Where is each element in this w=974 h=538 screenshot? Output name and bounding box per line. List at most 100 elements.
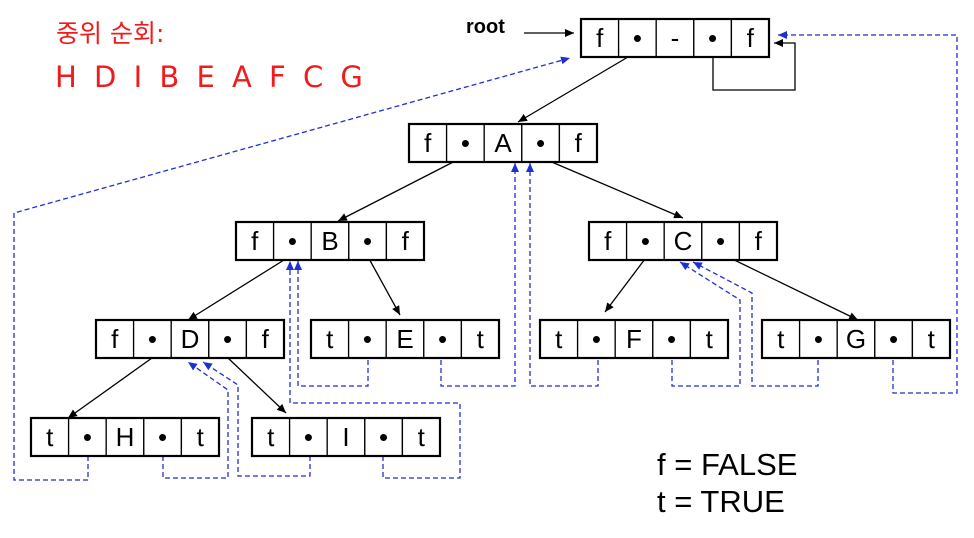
node-g: t•G•t: [760, 318, 952, 360]
node-head: f•-•f: [579, 17, 771, 59]
link-D-I: [227, 357, 287, 414]
node-f-left-child-pointer: •: [592, 324, 601, 354]
node-a-left-child-pointer: •: [461, 128, 470, 158]
node-f-left-thread-flag: t: [555, 324, 563, 354]
node-head-cell-box: [693, 18, 733, 58]
node-h-cell-box: [67, 417, 107, 457]
node-g-cell-box: [761, 319, 801, 359]
link-C-G: [723, 254, 859, 321]
node-head-right-thread-flag: f: [747, 23, 755, 53]
node-d-right-child-pointer: •: [223, 324, 232, 354]
node-b: f • B • f: [234, 220, 426, 262]
node-h-left-child-pointer: •: [83, 422, 92, 452]
node-g-cell-box: [836, 319, 876, 359]
node-h-right-child-pointer: •: [158, 422, 167, 452]
thread-F-right-C: [671, 261, 741, 387]
node-g-data: G: [846, 324, 866, 354]
node-f-right-thread-flag: t: [706, 324, 714, 354]
node-head-left-child-pointer: •: [633, 23, 642, 53]
child-links: [67, 29, 859, 419]
node-c-data: C: [674, 226, 693, 256]
node-c-left-child-pointer: •: [641, 226, 650, 256]
link-B-E: [366, 254, 401, 316]
node-e-outline: [309, 318, 501, 360]
thread-E-right-A: [440, 163, 519, 387]
node-g-right-child-pointer: •: [889, 324, 898, 354]
node-g-left-thread-flag: t: [777, 324, 785, 354]
node-b-outline: [234, 220, 426, 262]
node-b-data: B: [321, 226, 338, 256]
thread-G-left-C: [692, 261, 819, 387]
link-head-self: [712, 39, 796, 91]
node-c-left-thread-flag: f: [604, 226, 612, 256]
node-h-right-thread-flag: t: [197, 422, 205, 452]
node-f-data: F: [626, 324, 642, 354]
thread-links: [13, 31, 958, 481]
node-d-left-child-pointer: •: [148, 324, 157, 354]
node-d: f•D•f: [94, 318, 286, 360]
node-d-outline: [94, 318, 286, 360]
node-b-right-thread-flag: f: [402, 226, 410, 256]
thread-I-right-B: [286, 261, 461, 479]
node-a-left-thread-flag: f: [424, 128, 432, 158]
node-i-outline: [250, 416, 442, 458]
node-i-cell-box: [326, 417, 366, 457]
node-a-data: A: [494, 128, 512, 158]
node-b-left-child-pointer: •: [288, 226, 297, 256]
legend-true: t = TRUE: [657, 484, 785, 519]
node-e-left-child-pointer: •: [363, 324, 372, 354]
node-f: t • F • t: [538, 318, 730, 360]
node-d-data: D: [181, 324, 200, 354]
link-head-A: [517, 56, 629, 123]
thread-E-left-B: [294, 261, 369, 387]
node-i-cell-box: [401, 417, 441, 457]
traversal-sequence: H D I B E A F C G: [55, 60, 367, 94]
node-e: t•E•t: [309, 318, 501, 360]
node-c-cell-box: [738, 221, 778, 261]
thread-I-left-D: [202, 361, 311, 477]
node-a-outline: [407, 122, 599, 164]
node-b-right-child-pointer: •: [363, 226, 372, 256]
node-f-outline: [538, 318, 730, 360]
legend-false: f = FALSE: [657, 447, 797, 482]
node-b-cell-box: [272, 221, 312, 261]
root-label: root: [466, 16, 505, 38]
link-D-H: [67, 357, 153, 419]
node-i-cell-box: [288, 417, 328, 457]
node-f-right-child-pointer: •: [667, 324, 676, 354]
node-c-right-child-pointer: •: [716, 226, 725, 256]
node-a-cell-box: [483, 123, 523, 163]
node-c-cell-box: [663, 221, 703, 261]
thread-G-right-head: [778, 31, 958, 394]
link-A-C: [539, 156, 684, 219]
node-a: f • A • f: [407, 122, 599, 164]
node-head-left-thread-flag: f: [596, 23, 604, 53]
node-h-left-thread-flag: t: [46, 422, 54, 452]
node-b-left-thread-flag: f: [251, 226, 259, 256]
node-a-right-child-pointer: •: [536, 128, 545, 158]
node-i: t•I•t: [250, 416, 442, 458]
node-i-data: I: [342, 422, 349, 452]
link-C-F: [604, 254, 649, 313]
node-d-left-thread-flag: f: [111, 324, 119, 354]
node-h: t•H•t: [29, 416, 221, 458]
node-a-right-thread-flag: f: [575, 128, 583, 158]
node-i-right-child-pointer: •: [379, 422, 388, 452]
node-d-cell-box: [132, 319, 172, 359]
node-i-right-thread-flag: t: [418, 422, 426, 452]
node-e-data: E: [396, 324, 413, 354]
node-c: f•C•f: [587, 220, 779, 262]
node-c-outline: [587, 220, 779, 262]
node-g-cell-box: [874, 319, 914, 359]
node-head-right-child-pointer: •: [708, 23, 717, 53]
node-g-right-thread-flag: t: [928, 324, 936, 354]
link-B-D: [187, 254, 293, 321]
link-A-B: [337, 156, 464, 222]
node-e-left-thread-flag: t: [326, 324, 334, 354]
node-b-cell-box: [348, 221, 388, 261]
thread-F-left-A: [526, 163, 599, 387]
node-e-right-thread-flag: t: [477, 324, 485, 354]
